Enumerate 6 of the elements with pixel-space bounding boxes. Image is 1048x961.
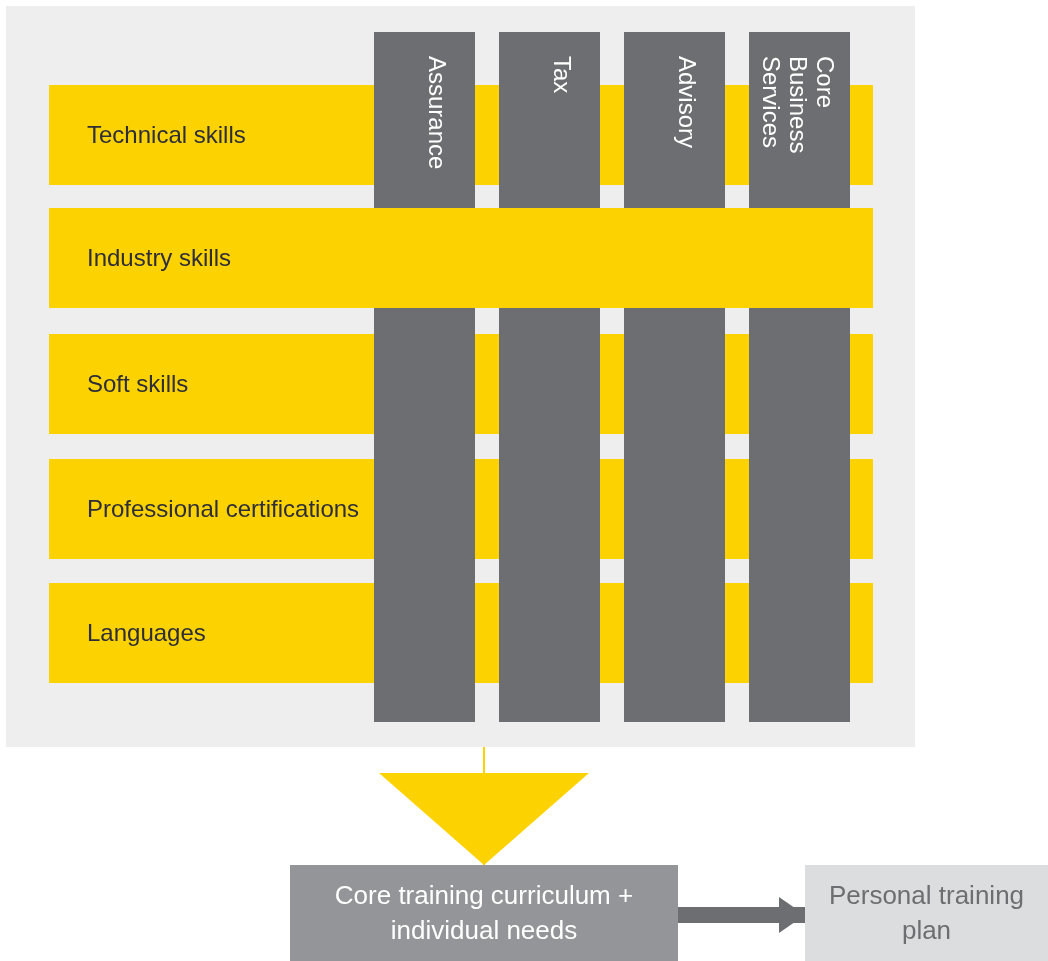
- result-box: Personal training plan: [805, 865, 1048, 961]
- arrow: [379, 746, 589, 866]
- skill-row: Industry skills: [49, 208, 873, 308]
- background-panel: [6, 6, 915, 747]
- process-box: Core training curriculum + individual needs: [290, 865, 678, 961]
- arrow: [678, 897, 805, 933]
